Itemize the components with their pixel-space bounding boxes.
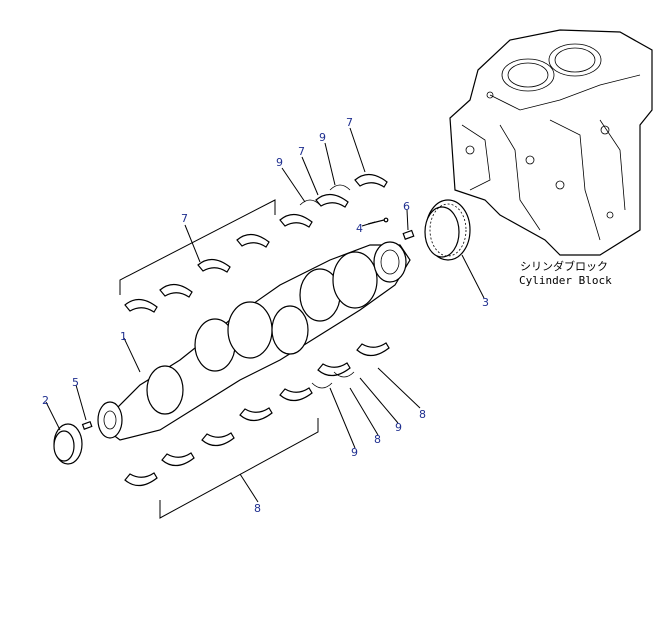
callout-8-middle: 8 (374, 433, 381, 446)
callout-7-right: 7 (346, 116, 353, 129)
callout-5: 5 (72, 376, 79, 389)
cylinder-block-label: シリンダブロック Cylinder Block (519, 259, 612, 287)
cylinder-block (449, 29, 653, 256)
upper-bearing-shells (124, 173, 388, 313)
callout-9-lower-left: 9 (351, 446, 358, 459)
cylinder-block-label-jp: シリンダブロック (520, 259, 608, 273)
callout-7-middle: 7 (298, 145, 305, 158)
callout-4: 4 (356, 222, 363, 235)
thrust-washers (299, 184, 355, 389)
cylinder-block-label-en: Cylinder Block (519, 274, 612, 287)
callout-2: 2 (42, 394, 49, 407)
callout-8-bottom-left: 8 (254, 502, 261, 515)
crankshaft (97, 241, 411, 441)
callout-7-left: 7 (181, 212, 188, 225)
callouts: 1 2 3 4 5 6 7 7 7 9 9 8 8 9 8 9 (42, 116, 489, 515)
crankshaft-gear-rear (424, 199, 471, 261)
callout-1: 1 (120, 330, 127, 343)
lower-bearing-shells (124, 342, 390, 487)
callout-8-right: 8 (419, 408, 426, 421)
key-part-6 (402, 229, 415, 240)
callout-9-upper-right: 9 (319, 131, 326, 144)
leader-lines (45, 127, 485, 519)
crankshaft-gear-front (53, 423, 83, 465)
callout-9-upper-left: 9 (276, 156, 283, 169)
callout-3: 3 (482, 296, 489, 309)
callout-9-lower-right: 9 (395, 421, 402, 434)
callout-6: 6 (403, 200, 410, 213)
key-part-5 (81, 420, 93, 430)
